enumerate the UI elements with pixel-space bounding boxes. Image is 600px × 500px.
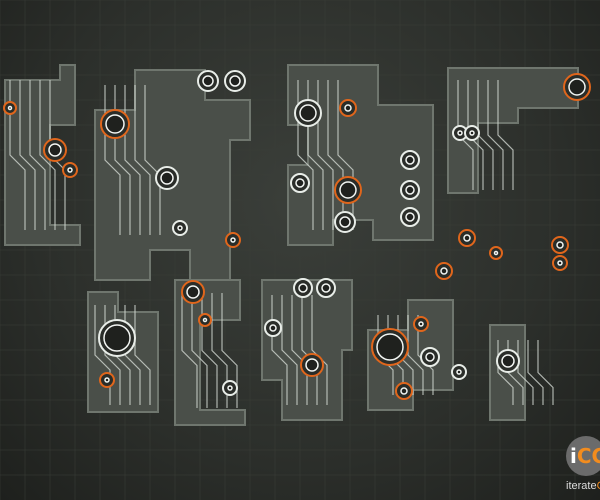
circuit-trace (19, 80, 36, 230)
connector-pad (177, 225, 183, 231)
circuit-trace (49, 80, 66, 230)
connector-pad (67, 167, 73, 173)
circuit-trace (134, 305, 151, 405)
logo-word-iterate: iterate (566, 480, 597, 492)
connector-pad (425, 352, 435, 362)
iteratecg-logo: iCG (566, 436, 600, 476)
connector-pad (457, 130, 463, 136)
circuit-trace (497, 80, 514, 190)
connector-pad (269, 324, 277, 332)
connector-pad (104, 377, 110, 383)
connector-pad (493, 250, 499, 256)
circuit-trace (477, 80, 494, 190)
circuit-trace (487, 80, 504, 190)
circuit-trace (291, 295, 308, 405)
logo-wordmark: iterateCG (566, 480, 600, 492)
circuit-trace (94, 305, 111, 405)
connector-pad (463, 234, 471, 242)
connector-pad (7, 105, 13, 111)
connector-pad (103, 324, 131, 352)
connector-pad (321, 283, 331, 293)
circuit-panel (174, 279, 246, 426)
connector-pad (568, 78, 586, 96)
circuit-trace (9, 80, 26, 230)
circuit-trace (467, 80, 484, 190)
connector-pad (405, 155, 415, 165)
circuit-trace (191, 293, 208, 408)
connector-pad (400, 387, 408, 395)
connector-pad (229, 75, 241, 87)
circuit-trace (39, 80, 56, 230)
connector-pad (339, 216, 351, 228)
circuit-trace (181, 293, 198, 408)
circuit-trace (457, 80, 474, 190)
circuit-trace (527, 340, 544, 405)
connector-pad (469, 130, 475, 136)
connector-pad (418, 321, 424, 327)
connector-pad (186, 285, 200, 299)
connector-pad (295, 178, 305, 188)
connector-pad (160, 171, 174, 185)
connector-pad (105, 114, 125, 134)
logo-mark-i: i (570, 444, 577, 468)
connector-pad (405, 185, 415, 195)
connector-pad (202, 317, 208, 323)
connector-pad (556, 241, 564, 249)
connector-pad (440, 267, 448, 275)
circuit-trace (407, 315, 424, 395)
connector-pad (405, 212, 415, 222)
connector-pad (299, 104, 317, 122)
connector-pad (557, 260, 563, 266)
connector-pad (339, 181, 357, 199)
connector-pad (501, 354, 515, 368)
circuit-trace (134, 85, 151, 235)
connector-pad (344, 104, 352, 112)
connector-pad (202, 75, 214, 87)
circuit-trace (281, 295, 298, 405)
connector-pad (298, 283, 308, 293)
logo-mark-cg: CG (576, 444, 600, 468)
connector-pad (48, 143, 62, 157)
circuit-trace (144, 85, 161, 235)
connector-pad (376, 333, 404, 361)
connector-pad (227, 385, 233, 391)
connector-pad (456, 369, 462, 375)
connector-pad (305, 358, 319, 372)
connector-pad (230, 237, 236, 243)
circuit-panel (4, 64, 81, 246)
circuit-panel (261, 279, 353, 421)
circuit-trace (537, 340, 554, 405)
logo-word-cg: CG (597, 480, 600, 492)
circuit-trace (29, 80, 46, 230)
